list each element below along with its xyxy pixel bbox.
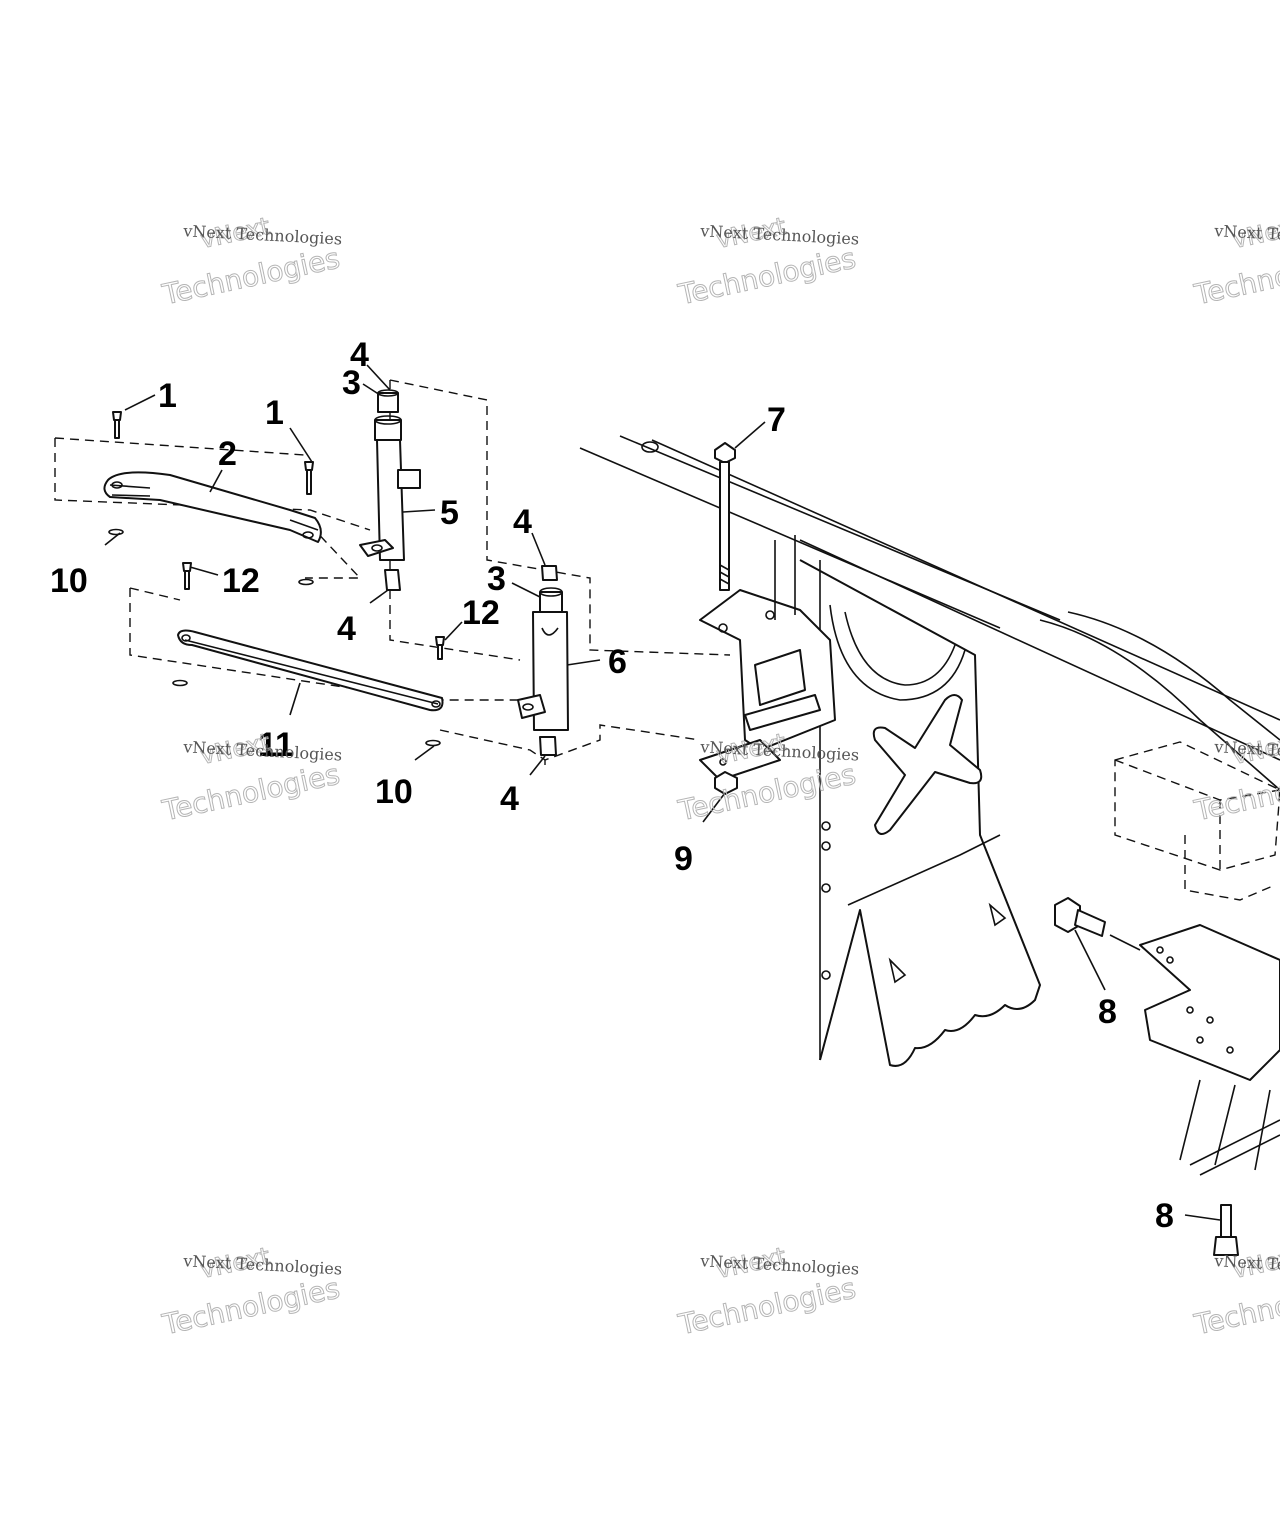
link-rod-11	[177, 629, 444, 712]
callout-4b: 4	[337, 610, 356, 648]
watermark-1: vNext vNext Technologies Technologies	[158, 212, 343, 312]
bolt-8-upper	[1054, 897, 1106, 937]
shock-absorber-6	[517, 565, 569, 756]
watermark-text: Technologies	[159, 1272, 343, 1342]
watermark-text: Technologies	[675, 242, 859, 312]
mounting-bracket	[699, 442, 836, 795]
callout-9: 9	[674, 840, 693, 878]
watermark-9: vNext vNext Technologies Technologies	[1190, 1242, 1280, 1342]
bolt-8-lower	[1213, 1204, 1239, 1256]
callout-2: 2	[218, 435, 237, 473]
callout-3b: 3	[487, 560, 506, 598]
component-box	[1114, 741, 1280, 901]
watermark-text: Technologies	[159, 242, 343, 312]
callout-12b: 12	[462, 594, 500, 632]
watermark-2: vNext vNext Technologies Technologies	[674, 212, 859, 312]
shock-absorber-5	[359, 389, 421, 591]
pins	[108, 411, 445, 747]
callout-4d: 4	[500, 780, 519, 818]
callout-4a: 4	[350, 336, 369, 374]
lower-bracket	[1139, 924, 1280, 1176]
callout-7: 7	[767, 401, 786, 439]
leader-lines	[104, 364, 1221, 1221]
watermark-text: Technologies	[159, 758, 343, 828]
callouts: 1 1 2 4 3 5 10 12 4 12 4 3 6 11 10 4 7 9…	[50, 336, 1174, 1235]
callout-1a: 1	[158, 377, 177, 415]
watermark-text: Technologies	[675, 1272, 859, 1342]
callout-10b: 10	[375, 773, 413, 811]
callout-8b: 8	[1155, 1197, 1174, 1235]
callout-1b: 1	[265, 394, 284, 432]
vehicle-frame	[579, 435, 1280, 1067]
callout-6: 6	[608, 643, 627, 681]
callout-12a: 12	[222, 562, 260, 600]
watermark-7: vNext vNext Technologies Technologies	[158, 1242, 343, 1342]
watermark-4: vNext vNext Technologies Technologies	[158, 728, 343, 828]
callout-5: 5	[440, 494, 459, 532]
callout-8a: 8	[1098, 993, 1117, 1031]
watermark-3: vNext vNext Technologies Technologies	[1190, 212, 1280, 312]
link-rod-2	[103, 471, 322, 543]
callout-11: 11	[258, 726, 294, 764]
watermark-8: vNext vNext Technologies Technologies	[674, 1242, 859, 1342]
assembly-dash-lines	[54, 379, 731, 765]
callout-4c: 4	[513, 503, 532, 541]
callout-3a: 3	[342, 364, 361, 402]
callout-10a: 10	[50, 562, 88, 600]
